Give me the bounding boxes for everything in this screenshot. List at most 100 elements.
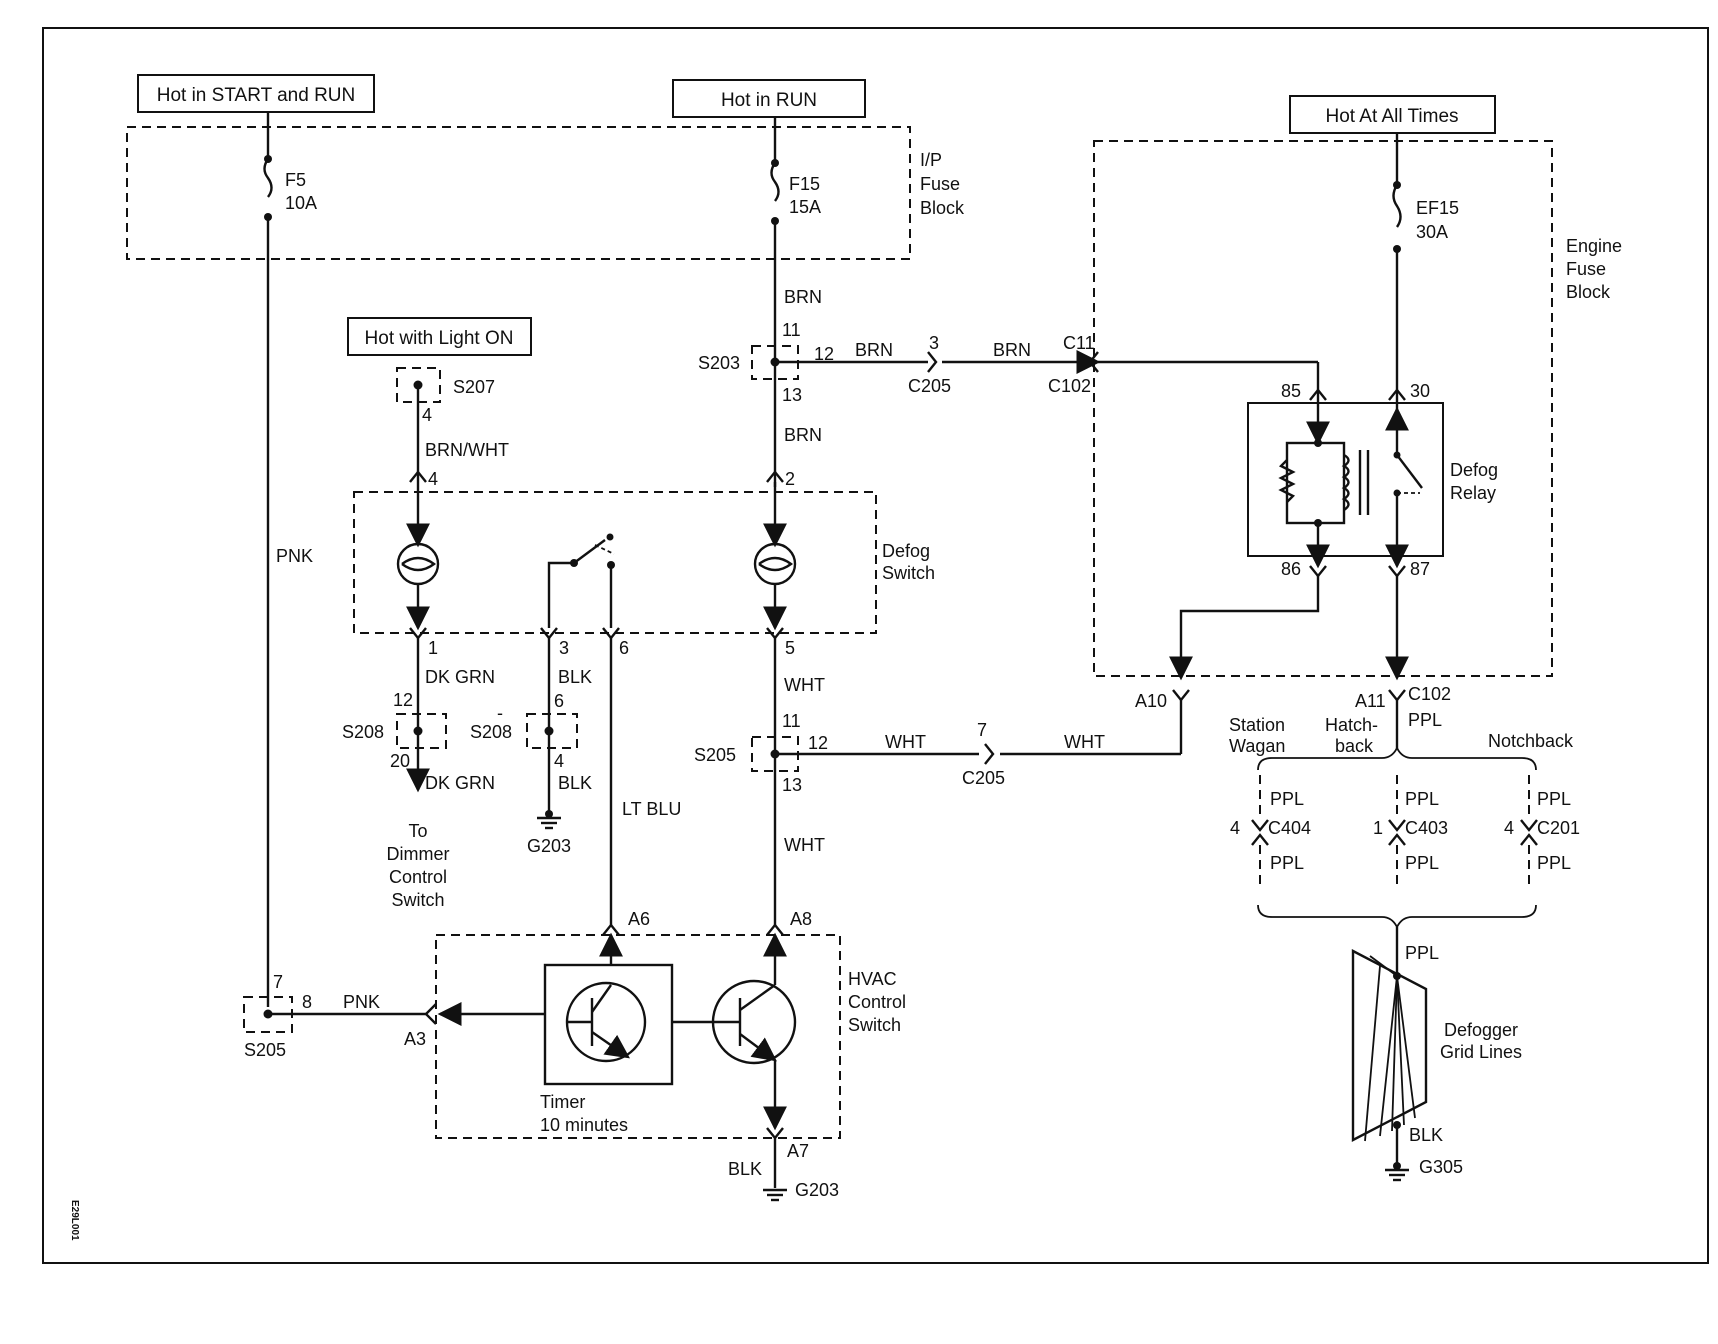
wire-label-ppl-c201-bot: PPL: [1537, 853, 1571, 873]
engine-fuse-block: [1093, 140, 1553, 677]
defog-relay-label-1: Defog: [1450, 460, 1498, 480]
fuse-ef15-name: EF15: [1416, 198, 1459, 218]
pin-switch-4: 4: [428, 469, 438, 489]
wire-label-brn-1: BRN: [784, 287, 822, 307]
dimmer-label-2: Dimmer: [387, 844, 450, 864]
splice-label-s205-1: S205: [694, 745, 736, 765]
grid-label-2: Grid Lines: [1440, 1042, 1522, 1062]
connector-label-c404: C404: [1268, 818, 1311, 838]
pin-a6: A6: [628, 909, 650, 929]
pin-switch-3: 3: [559, 638, 569, 658]
connector-c205-wht: [984, 743, 995, 765]
wire-86-to-a10: [1169, 576, 1320, 681]
splice-s205-center: S205 11 12 13: [694, 711, 828, 795]
defog-switch-label-1: Defog: [882, 541, 930, 561]
variant-hatch-2: back: [1335, 736, 1374, 756]
fuse-f5-rating: 10A: [285, 193, 317, 213]
connector-c205-brn: [927, 351, 938, 373]
wire-label-brn-2: BRN: [784, 425, 822, 445]
pin-switch-5: 5: [785, 638, 795, 658]
wire-label-ppl-c403-top: PPL: [1405, 789, 1439, 809]
branch-c201: PPL 4 C201 PPL: [1504, 775, 1580, 890]
fuse-f5-name: F5: [285, 170, 306, 190]
defog-switch-lamp-right: 2 5: [753, 469, 797, 658]
branch-c403: PPL 1 C403 PPL: [1373, 775, 1448, 890]
pin-c404-4: 4: [1230, 818, 1240, 838]
hvac-label-2: Control: [848, 992, 906, 1012]
defog-switch-label-2: Switch: [882, 563, 935, 583]
dimmer-label-1: To: [408, 821, 427, 841]
defogger-grid: [1351, 949, 1428, 1142]
ground-g305: G305: [1385, 1157, 1463, 1182]
pin-switch-2: 2: [785, 469, 795, 489]
dimmer-label-3: Control: [389, 867, 447, 887]
power-label-light-on: Hot with Light ON: [365, 328, 514, 349]
grid-label-1: Defogger: [1444, 1020, 1518, 1040]
power-label-all-times: Hot At All Times: [1325, 106, 1458, 127]
connector-label-c102-1: C102: [1048, 376, 1091, 396]
splice-s208-right: S208 - 6 4: [470, 691, 578, 771]
splice-label-s205-2: S205: [244, 1040, 286, 1060]
power-box-light-on: Hot with Light ON: [347, 317, 532, 356]
ground-label-g305: G305: [1419, 1157, 1463, 1177]
splice-s208-left: S208 12 20: [342, 690, 447, 771]
splice-label-s208-left: S208: [342, 722, 384, 742]
power-box-all-times: Hot At All Times: [1289, 95, 1496, 134]
pin-s208-dash: -: [497, 703, 503, 723]
fuse-ef15: EF15 30A: [1392, 133, 1459, 253]
wire-label-wht-2: WHT: [885, 732, 926, 752]
ground-label-g203-1: G203: [527, 836, 571, 856]
connector-label-c205-1: C205: [908, 376, 951, 396]
pin-s205-13: 13: [782, 775, 802, 795]
pin-relay-85: 85: [1281, 381, 1301, 401]
ip-fuse-label-3: Block: [920, 198, 965, 218]
fuse-f15: F15 15A: [770, 117, 821, 225]
ip-fuse-label-1: I/P: [920, 150, 942, 170]
power-label-start-run: Hot in START and RUN: [157, 85, 356, 106]
wire-label-pnk: PNK: [276, 546, 313, 566]
wire-label-wht-1: WHT: [1064, 732, 1105, 752]
connector-label-c403: C403: [1405, 818, 1448, 838]
wire-label-blk-grid: BLK: [1409, 1125, 1443, 1145]
power-label-run: Hot in RUN: [721, 90, 817, 111]
variant-station-2: Wagan: [1229, 736, 1285, 756]
pin-s205-12: 12: [808, 733, 828, 753]
defog-relay-label-2: Relay: [1450, 483, 1496, 503]
pin-a3: A3: [404, 1029, 426, 1049]
wire-label-blk-1: BLK: [558, 667, 592, 687]
pin-s208-12: 12: [393, 690, 413, 710]
splice-label-s208-right: S208: [470, 722, 512, 742]
wire-label-dk-grn-1: DK GRN: [425, 667, 495, 687]
wire-label-blk-2: BLK: [558, 773, 592, 793]
splice-s207: S207 4: [396, 367, 495, 425]
pin-s205l-7: 7: [273, 972, 283, 992]
wire-label-ppl-c404-bot: PPL: [1270, 853, 1304, 873]
wire-label-ppl-1: PPL: [1408, 710, 1442, 730]
connector-label-c205-2: C205: [962, 768, 1005, 788]
pin-c201-4: 4: [1504, 818, 1514, 838]
defog-switch-contacts: 3 6: [540, 533, 629, 658]
pin-c403-1: 1: [1373, 818, 1383, 838]
engine-fuse-label-1: Engine: [1566, 236, 1622, 256]
pin-s205-11: 11: [782, 711, 801, 731]
splice-label-s203: S203: [698, 353, 740, 373]
pin-s203-13: 13: [782, 385, 802, 405]
defog-switch-lamp-left: 4 1: [396, 469, 440, 658]
pin-s207-4: 4: [422, 405, 432, 425]
figure-id: E29L001: [69, 1200, 80, 1241]
pin-c205-3: 3: [929, 333, 939, 353]
engine-fuse-label-2: Fuse: [1566, 259, 1606, 279]
wire-label-ppl-c201-top: PPL: [1537, 789, 1571, 809]
power-box-run: Hot in RUN: [672, 79, 866, 118]
pin-a8: A8: [790, 909, 812, 929]
pin-relay-86: 86: [1281, 559, 1301, 579]
hvac-label-3: Switch: [848, 1015, 901, 1035]
connector-label-c11: C11: [1063, 333, 1095, 353]
ground-label-g203-2: G203: [795, 1180, 839, 1200]
pin-a11: A11: [1355, 691, 1386, 711]
splice-s205-left: 7 8 S205: [243, 972, 312, 1060]
pin-s203-11: 11: [782, 320, 801, 340]
fuse-f15-name: F15: [789, 174, 820, 194]
fuse-f15-rating: 15A: [789, 197, 821, 217]
pin-s208-20: 20: [390, 751, 410, 771]
